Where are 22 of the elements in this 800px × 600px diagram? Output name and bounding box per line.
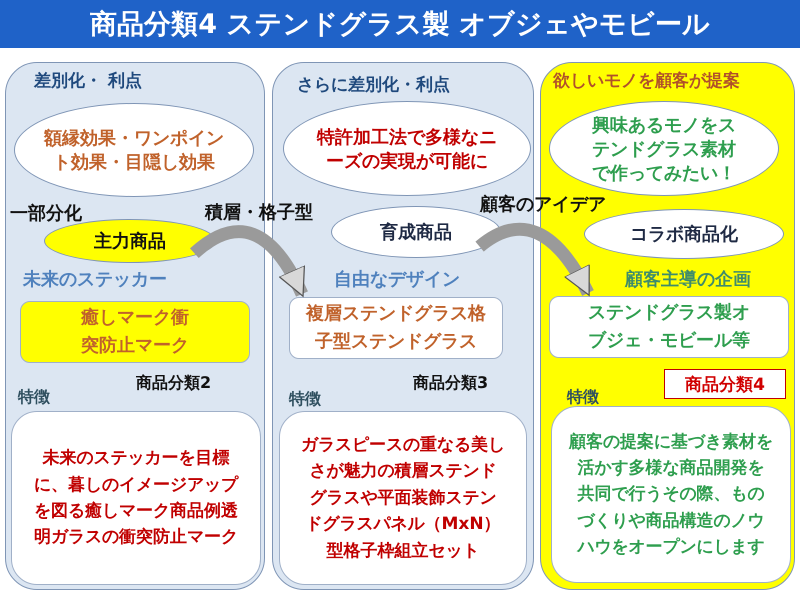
title-banner: 商品分類4 ステンドグラス製 オブジェやモビール (0, 0, 800, 48)
panel-heading: 欲しいモノを顧客が提案 (553, 70, 740, 92)
panel-heading: さらに差別化・利点 (297, 74, 450, 96)
section-label: 自由なデザイン (334, 268, 460, 291)
category-label: 商品分類2 (136, 373, 212, 394)
rounded-box: ステンドグラス製オブジェ・モビール等 (549, 296, 789, 358)
rounded-box: ガラスピースの重なる美しさが魅力の積層ステンドグラスや平面装飾ステンドグラスパネル（MxN）型格子枠組立セット (279, 411, 527, 585)
rounded-box: 複層ステンドグラス格子型ステンドグラス (289, 297, 503, 359)
section-label: 未来のステッカー (23, 268, 167, 291)
section-label: 顧客主導の企画 (625, 268, 751, 291)
ellipse-node: 興味あるモノをステンドグラス素材で作ってみたい！ (549, 101, 779, 196)
panel-heading: 差別化・ 利点 (34, 70, 142, 92)
rounded-box: 顧客の提案に基づき素材を活かす多様な商品開発を共同で行うその際、ものづくりや商品構造のノウハウをオープンにします (551, 406, 791, 583)
curved-arrow (476, 222, 594, 296)
rounded-box: 癒しマーク衝突防止マーク (20, 301, 250, 363)
ellipse-node: 額縁効果・ワンポイント効果・目隠し効果 (14, 103, 254, 197)
category-label: 商品分類3 (413, 373, 488, 394)
category-tag: 商品分類4 (664, 369, 786, 399)
rounded-box: 未来のステッカーを目標に、暮しのイメージアップを図る癒しマーク商品例透明ガラスの衝突防止マーク (11, 411, 261, 585)
section-label: 特徴 (18, 387, 50, 408)
section-label: 特徴 (289, 389, 321, 410)
section-label: 特徴 (567, 387, 599, 408)
